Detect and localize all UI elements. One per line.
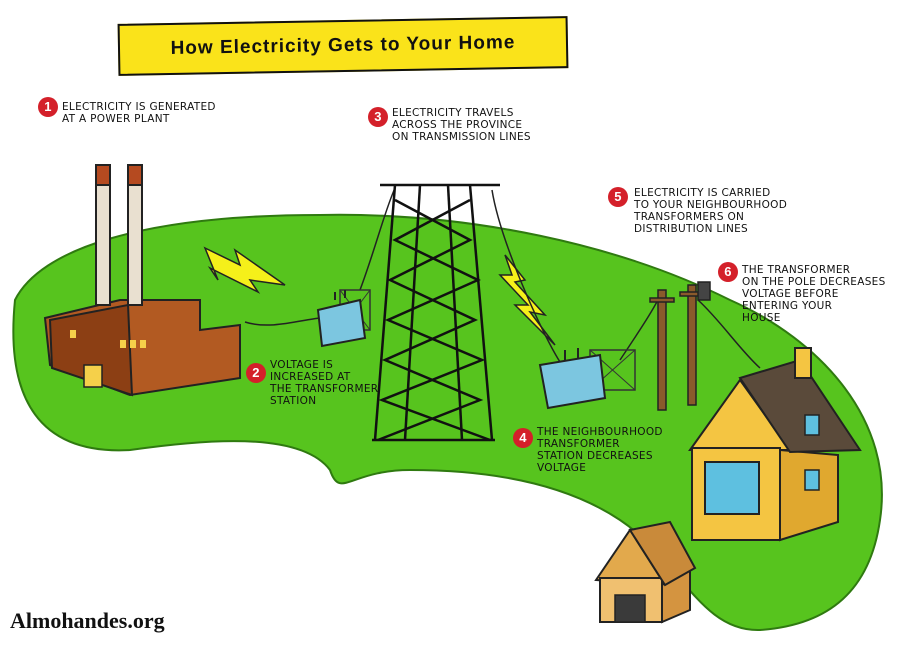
transformer-station-step-down bbox=[538, 348, 636, 410]
transmission-wire bbox=[491, 189, 561, 363]
step-number-badge: 5 bbox=[608, 187, 628, 207]
transmission-wire bbox=[359, 187, 396, 291]
step-number-badge: 3 bbox=[368, 107, 388, 127]
transformer-station-step-up bbox=[316, 289, 371, 348]
step-number-badge: 4 bbox=[513, 428, 533, 448]
doghouse bbox=[594, 520, 697, 624]
utility-poles bbox=[649, 281, 711, 411]
step-text: Electricity is carried to your neighbour… bbox=[634, 187, 788, 235]
step-number-badge: 6 bbox=[718, 262, 738, 282]
lightning-bolt-2 bbox=[498, 254, 556, 346]
step-text: The neighbourhood transformer station de… bbox=[537, 426, 663, 474]
transmission-wire bbox=[244, 317, 321, 326]
title-banner: How Electricity Gets to Your Home bbox=[117, 16, 569, 76]
step-number-badge: 2 bbox=[246, 363, 266, 383]
step-text: The transformer on the pole decreases vo… bbox=[742, 264, 886, 324]
transmission-tower bbox=[372, 183, 500, 442]
step-1: 1 Electricity is generated at a power pl… bbox=[38, 97, 278, 147]
step-6: 6 The transformer on the pole decreases … bbox=[718, 262, 896, 334]
page-title: How Electricity Gets to Your Home bbox=[170, 31, 516, 60]
step-3: 3 Electricity travels across the provinc… bbox=[368, 103, 598, 153]
step-text: Electricity is generated at a power plan… bbox=[62, 101, 216, 125]
step-text: Voltage is increased at the transformer … bbox=[270, 359, 379, 407]
house bbox=[688, 347, 862, 542]
step-number-badge: 1 bbox=[38, 97, 58, 117]
watermark: Almohandes.org bbox=[10, 608, 165, 633]
lightning-bolt-1 bbox=[203, 246, 286, 294]
power-plant bbox=[43, 164, 241, 397]
distribution-wire bbox=[697, 299, 761, 369]
step-2: 2 Voltage is increased at the transforme… bbox=[246, 357, 396, 427]
step-5: 5 Electricity is carried to your neighbo… bbox=[608, 183, 808, 243]
step-4: 4 The neighbourhood transformer station … bbox=[513, 424, 683, 484]
step-text: Electricity travels across the province … bbox=[392, 107, 531, 143]
